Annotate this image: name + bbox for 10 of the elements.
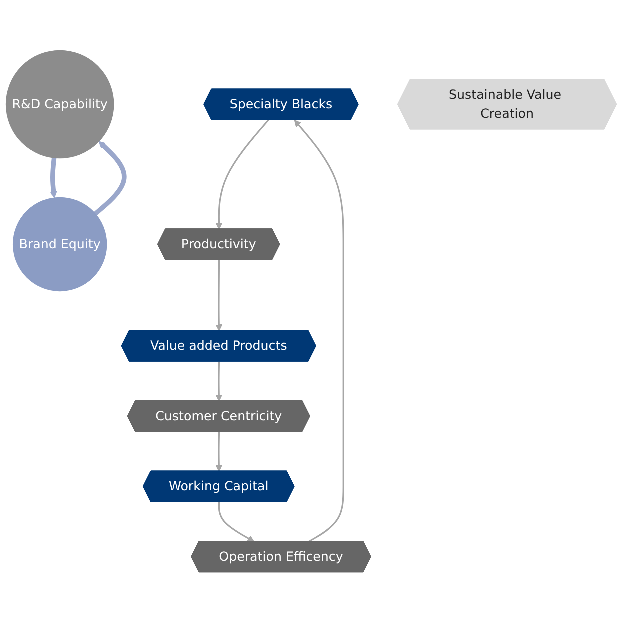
arrow bbox=[216, 362, 223, 402]
node-circle: Brand Equity bbox=[12, 197, 108, 292]
arrow bbox=[216, 120, 270, 230]
arrow bbox=[294, 120, 344, 543]
arrow bbox=[216, 432, 223, 472]
arrow bbox=[94, 141, 127, 216]
arrow bbox=[218, 502, 255, 542]
node-circle: R&D Capability bbox=[6, 50, 114, 159]
arrow bbox=[216, 260, 223, 332]
arrow bbox=[50, 158, 58, 198]
